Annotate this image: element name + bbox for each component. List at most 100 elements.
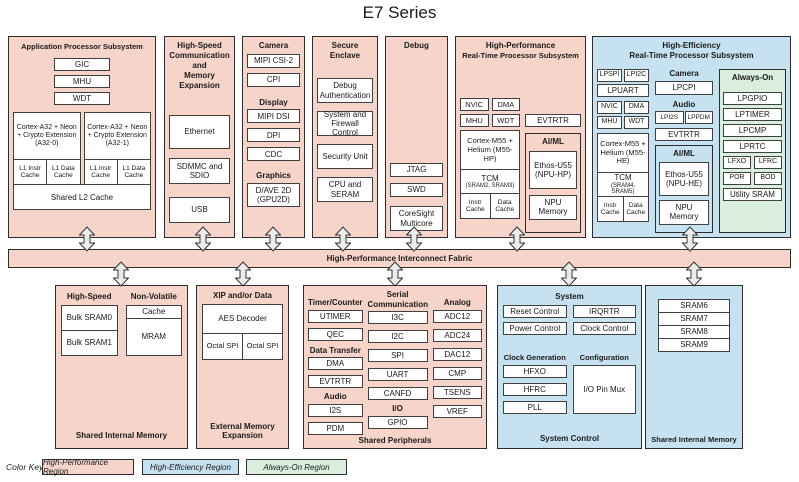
block-title: Secure Enclave (329, 41, 361, 60)
box-lfxo: LFXO (723, 155, 751, 169)
box-i2c: I2C (367, 330, 428, 344)
box-l1-data-cache: L1 Data Cache (46, 159, 81, 186)
box-vref: VREF (432, 404, 482, 418)
box-dac12: DAC12 (432, 347, 482, 361)
box-octal-spi: Octal SPI (242, 332, 283, 360)
box-lpuart: LPUART (597, 84, 649, 97)
box-aes-decoder: AES Decoder (202, 303, 283, 334)
aiml-group-hp: AI/ML Ethos-U55 (NPU-HP) NPU Memory (525, 133, 581, 233)
box-mram: MRAM (125, 317, 182, 356)
tcm-sram-list: (SRAM4, SRAM5) (610, 182, 636, 196)
block-title-line: High-Speed (177, 41, 222, 50)
box-ethos-u55-he: Ethos-U55 (NPU-HE) (659, 161, 709, 196)
box-cortex-a32-0: Cortex-A32 + Neon + Crypto Extension (A3… (13, 112, 81, 161)
graphics-header: Graphics (256, 171, 291, 181)
block-label: External Memory Expansion (210, 421, 275, 441)
box-bulk-sram1: Bulk SRAM1 (61, 329, 118, 356)
box-ethernet: Ethernet (169, 115, 230, 149)
box-swd: SWD (390, 183, 443, 197)
block-shared-internal-memory-right: SRAM6 SRAM7 SRAM8 SRAM9 Shared Internal … (645, 285, 743, 449)
bidirectional-arrow (406, 226, 422, 252)
box-instr-cache: Instr Cache (460, 193, 491, 220)
bidirectional-arrow (561, 261, 577, 287)
block-title-line: High-Efficiency (662, 41, 721, 50)
box-adc24: ADC24 (432, 328, 482, 342)
bidirectional-arrow (387, 261, 403, 287)
box-lpcmp: LPCMP (723, 123, 782, 137)
box-gpio: GPIO (367, 415, 428, 429)
block-he-realtime-subsystem: High-Efficiency Real-Time Processor Subs… (592, 36, 791, 238)
bidirectional-arrow (113, 261, 129, 287)
box-lpi2c: LPI2C (624, 69, 649, 82)
box-usb: USB (169, 197, 230, 223)
box-pdm: PDM (308, 421, 363, 435)
block-title-line: Real-Time Processor Subsystem (462, 51, 579, 60)
box-npu-memory: NPU Memory (659, 199, 709, 225)
box-mhu: MHU (460, 114, 489, 128)
box-l1-instr-cache: L1 Instr Cache (83, 159, 118, 186)
box-sram7: SRAM7 (658, 312, 730, 326)
aiml-header: AI/ML (673, 149, 695, 159)
box-security-unit: Security Unit (317, 144, 373, 169)
box-uart: UART (367, 368, 428, 382)
block-hp-realtime-subsystem: High-Performance Real-Time Processor Sub… (455, 36, 586, 238)
bidirectional-arrow (195, 226, 211, 252)
box-dave-2d: D/AVE 2D (GPU2D) (247, 182, 300, 207)
box-shared-l2-cache: Shared L2 Cache (13, 184, 151, 211)
color-key-label: Color Key: (6, 462, 46, 472)
serial-communication-header: Serial Communication (367, 290, 428, 309)
box-instr-cache: Instr Cache (597, 196, 624, 222)
audio-header: Audio (672, 99, 696, 109)
box-nvic: NVIC (597, 101, 622, 114)
box-adc12: ADC12 (432, 309, 482, 323)
box-canfd: CANFD (367, 387, 428, 401)
block-shared-peripherals: Timer/Counter UTIMER QEC Data Transfer D… (303, 285, 487, 449)
box-wdt: WDT (491, 114, 520, 128)
box-dpi: DPI (247, 128, 300, 143)
box-lptimer: LPTIMER (723, 107, 782, 121)
box-data-cache: Data Cache (489, 193, 520, 220)
box-ethos-u55-hp: Ethos-U55 (NPU-HP) (529, 150, 577, 189)
box-irqrtr: IRQRTR (572, 304, 636, 318)
box-dma: DMA (491, 98, 520, 112)
non-volatile-header: Non-Volatile (130, 292, 177, 301)
box-lpi2s: LPI2S (655, 111, 684, 125)
box-clock-control: Clock Control (572, 321, 636, 335)
box-lpcpi: LPCPI (655, 80, 713, 95)
box-sram9: SRAM9 (658, 338, 730, 352)
block-system-control: System Reset Control IRQRTR Power Contro… (497, 285, 642, 449)
tcm-label: TCM (614, 173, 632, 183)
box-debug-authentication: Debug Authentication (317, 78, 373, 103)
box-i3c: I3C (367, 311, 428, 325)
box-bulk-sram0: Bulk SRAM0 (61, 304, 118, 331)
high-speed-header: High-Speed (67, 292, 112, 301)
box-qec: QEC (308, 327, 363, 341)
box-cpu-seram: CPU and SERAM (317, 177, 373, 202)
box-l1-data-cache: L1 Data Cache (116, 159, 151, 186)
block-shared-internal-memory-left: High-Speed Bulk SRAM0 Bulk SRAM1 Non-Vol… (55, 285, 188, 449)
box-cortex-m55-hp: Cortex-M55 + Helium (M55-HP) (460, 130, 520, 171)
timer-counter-header: Timer/Counter (308, 298, 363, 307)
box-cortex-m55-he: Cortex-M55 + Helium (M55-HE) (597, 133, 649, 173)
box-wdt: WDT (54, 92, 110, 106)
box-evtrtr: EVTRTR (308, 375, 363, 389)
always-on-header: Always-On (731, 73, 774, 82)
box-cdc: CDC (247, 147, 300, 162)
box-bod: BOD (754, 171, 782, 185)
always-on-group: Always-On LPGPIO LPTIMER LPCMP LPRTC LFX… (719, 69, 786, 233)
block-label: Shared Internal Memory (75, 431, 168, 441)
aiml-header: AI/ML (542, 137, 564, 147)
box-reset-control: Reset Control (503, 304, 567, 318)
block-secure-enclave: Secure Enclave Debug Authentication Syst… (312, 36, 378, 238)
camera-header: Camera (669, 69, 699, 78)
box-wdt: WDT (624, 116, 649, 129)
box-sdmmc-sdio: SDMMC and SDIO (169, 158, 230, 184)
box-lpgpio: LPGPIO (723, 91, 782, 105)
diagram-title: E7 Series (362, 3, 437, 22)
box-mhu: MHU (597, 116, 622, 129)
box-mipi-csi-2: MIPI CSI-2 (247, 53, 300, 68)
box-sram6: SRAM6 (658, 299, 730, 313)
box-lfrc: LFRC (754, 155, 782, 169)
box-cache: Cache (125, 304, 182, 319)
box-lpspi: LPSPI (597, 69, 622, 82)
